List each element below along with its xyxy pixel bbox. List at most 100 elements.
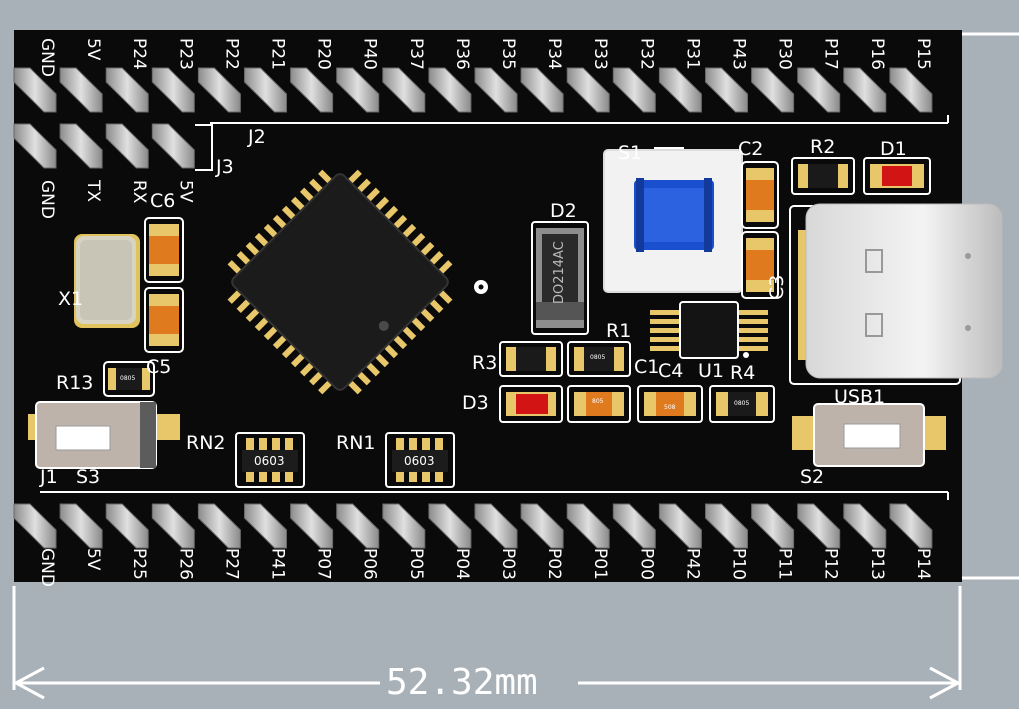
resistor-r3 — [499, 341, 563, 377]
header-pin — [13, 67, 57, 113]
header-pin-label: P16 — [867, 38, 887, 70]
header-pin-label: P04 — [452, 548, 472, 580]
header-pin-label: P42 — [682, 548, 702, 580]
header-pin-label: GND — [37, 548, 57, 587]
header-pin — [751, 503, 795, 549]
capacitor-c5 — [144, 287, 184, 353]
header-pin — [59, 123, 103, 169]
led-d1 — [863, 157, 931, 195]
header-pin-label: P01 — [590, 548, 610, 580]
crystal-x1 — [74, 234, 140, 328]
header-pin — [474, 503, 518, 549]
header-pin — [59, 67, 103, 113]
header-pin — [151, 67, 195, 113]
header-pin — [751, 67, 795, 113]
header-pin — [889, 67, 933, 113]
header-pin — [658, 67, 702, 113]
header-pin — [612, 503, 656, 549]
header-pin-label: P17 — [821, 38, 841, 70]
usb-c-connector-usb1[interactable] — [789, 203, 1003, 385]
resistor-network-rn1 — [385, 432, 455, 488]
header-pin-label: P23 — [175, 38, 195, 70]
header-pin — [105, 123, 149, 169]
header-pin — [197, 503, 241, 549]
resistor-r13 — [103, 361, 155, 397]
header-pin-label: 5V — [83, 38, 103, 61]
switch-s1[interactable] — [603, 147, 743, 293]
header-pin — [612, 67, 656, 113]
switch-s3[interactable] — [28, 401, 180, 469]
header-pin-label: GND — [37, 180, 57, 219]
capacitor-c6 — [144, 217, 184, 283]
header-pin — [336, 67, 380, 113]
header-pin-label: P27 — [221, 548, 241, 580]
header-pin-label: GND — [37, 38, 57, 77]
led-d3 — [499, 385, 563, 423]
header-pin — [889, 503, 933, 549]
header-pin-label: P22 — [221, 38, 241, 70]
header-pin-label: P35 — [498, 38, 518, 70]
header-pin — [13, 123, 57, 169]
header-pin-label: RX — [129, 180, 149, 204]
header-pin — [843, 67, 887, 113]
header-pin-label: P43 — [729, 38, 749, 70]
header-pin — [290, 503, 334, 549]
header-pin-label: TX — [83, 179, 103, 202]
mcu-qfp-chip — [227, 169, 453, 395]
header-labels-uart: GND TX RX 5V — [37, 179, 195, 219]
header-pin-label: P12 — [821, 548, 841, 580]
header-pin — [290, 67, 334, 113]
header-pin — [658, 503, 702, 549]
header-pin — [797, 67, 841, 113]
header-pin-label: P13 — [867, 548, 887, 580]
header-pin-label: P02 — [544, 548, 564, 580]
header-pin-label: P40 — [360, 38, 380, 70]
header-pin-label: P25 — [129, 548, 149, 580]
header-pin-label: P32 — [636, 38, 656, 70]
header-pin-label: P26 — [175, 548, 195, 580]
header-pin-label: P37 — [406, 38, 426, 70]
header-pin-label: P05 — [406, 548, 426, 580]
header-pin — [336, 503, 380, 549]
header-pin-label: P24 — [129, 38, 149, 70]
header-pin-label: 5V — [175, 180, 195, 203]
header-pin — [105, 503, 149, 549]
header-pins-uart — [13, 123, 195, 169]
header-bottom-outline — [40, 491, 949, 500]
header-pin — [105, 67, 149, 113]
switch-s2[interactable] — [792, 403, 946, 467]
header-pin — [566, 503, 610, 549]
header-pin-label: P20 — [314, 38, 334, 70]
header-pin-label: P06 — [360, 548, 380, 580]
header-pin — [705, 67, 748, 113]
resistor-r4 — [709, 385, 775, 423]
header-pin — [382, 67, 426, 113]
dimension-indicator — [12, 32, 1019, 700]
capacitor-c1 — [567, 385, 631, 423]
header-pin — [566, 67, 610, 113]
capacitor-c3 — [741, 231, 779, 299]
header-pin — [428, 67, 472, 113]
header-pin-label: P41 — [268, 548, 288, 580]
header-pin-label: 5V — [83, 548, 103, 571]
header-pin — [151, 503, 195, 549]
ic-u1 — [650, 301, 768, 359]
header-pin — [244, 67, 287, 113]
header-pin-label: P34 — [544, 38, 564, 70]
header-pin — [59, 503, 103, 549]
header-pin — [151, 123, 195, 169]
resistor-r2 — [791, 157, 855, 195]
resistor-network-rn2 — [235, 432, 305, 488]
header-pin-label: P14 — [913, 548, 933, 580]
header-pin — [428, 503, 472, 549]
resistor-r1 — [567, 341, 631, 377]
header-pin — [520, 503, 564, 549]
header-pin-label: P21 — [268, 38, 288, 70]
header-pin — [705, 503, 748, 549]
header-pin-label: P36 — [452, 38, 472, 70]
diode-d2 — [531, 221, 589, 335]
header-pin — [13, 503, 57, 549]
